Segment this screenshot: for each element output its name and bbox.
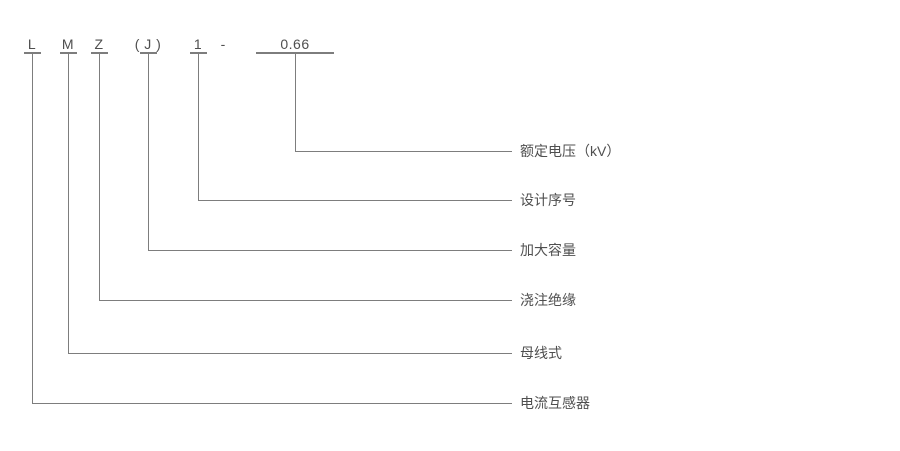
leader-hline-rated-voltage [295, 151, 512, 152]
label-current-transformer: 电流互感器 [520, 395, 590, 411]
leader-vline-cast-insulation [99, 53, 100, 301]
label-busbar-type: 母线式 [520, 345, 562, 361]
leader-hline-design-serial [198, 200, 512, 201]
leader-vline-enlarged-capacity [148, 53, 149, 251]
label-cast-insulation: 浇注绝缘 [520, 292, 576, 308]
code-char-cast-insulation: Z [94, 36, 104, 52]
leader-hline-enlarged-capacity [148, 250, 512, 251]
leader-vline-current-transformer [32, 53, 33, 404]
label-rated-voltage: 额定电压（kV） [520, 143, 621, 159]
code-char-current-transformer: L [27, 36, 37, 52]
leader-vline-design-serial [198, 53, 199, 201]
code-char-enlarged-capacity: ( J ) [134, 36, 162, 52]
leader-hline-busbar-type [68, 353, 512, 354]
leader-vline-busbar-type [68, 53, 69, 354]
code-char-design-serial: 1 [193, 36, 203, 52]
leader-vline-rated-voltage [295, 53, 296, 152]
leader-hline-current-transformer [32, 403, 512, 404]
label-design-serial: 设计序号 [520, 192, 576, 208]
code-separator-hyphen: - [220, 36, 226, 52]
code-char-busbar-type: M [61, 36, 75, 52]
leader-hline-cast-insulation [99, 300, 512, 301]
code-char-rated-voltage: 0.66 [280, 36, 310, 52]
label-enlarged-capacity: 加大容量 [520, 242, 576, 258]
